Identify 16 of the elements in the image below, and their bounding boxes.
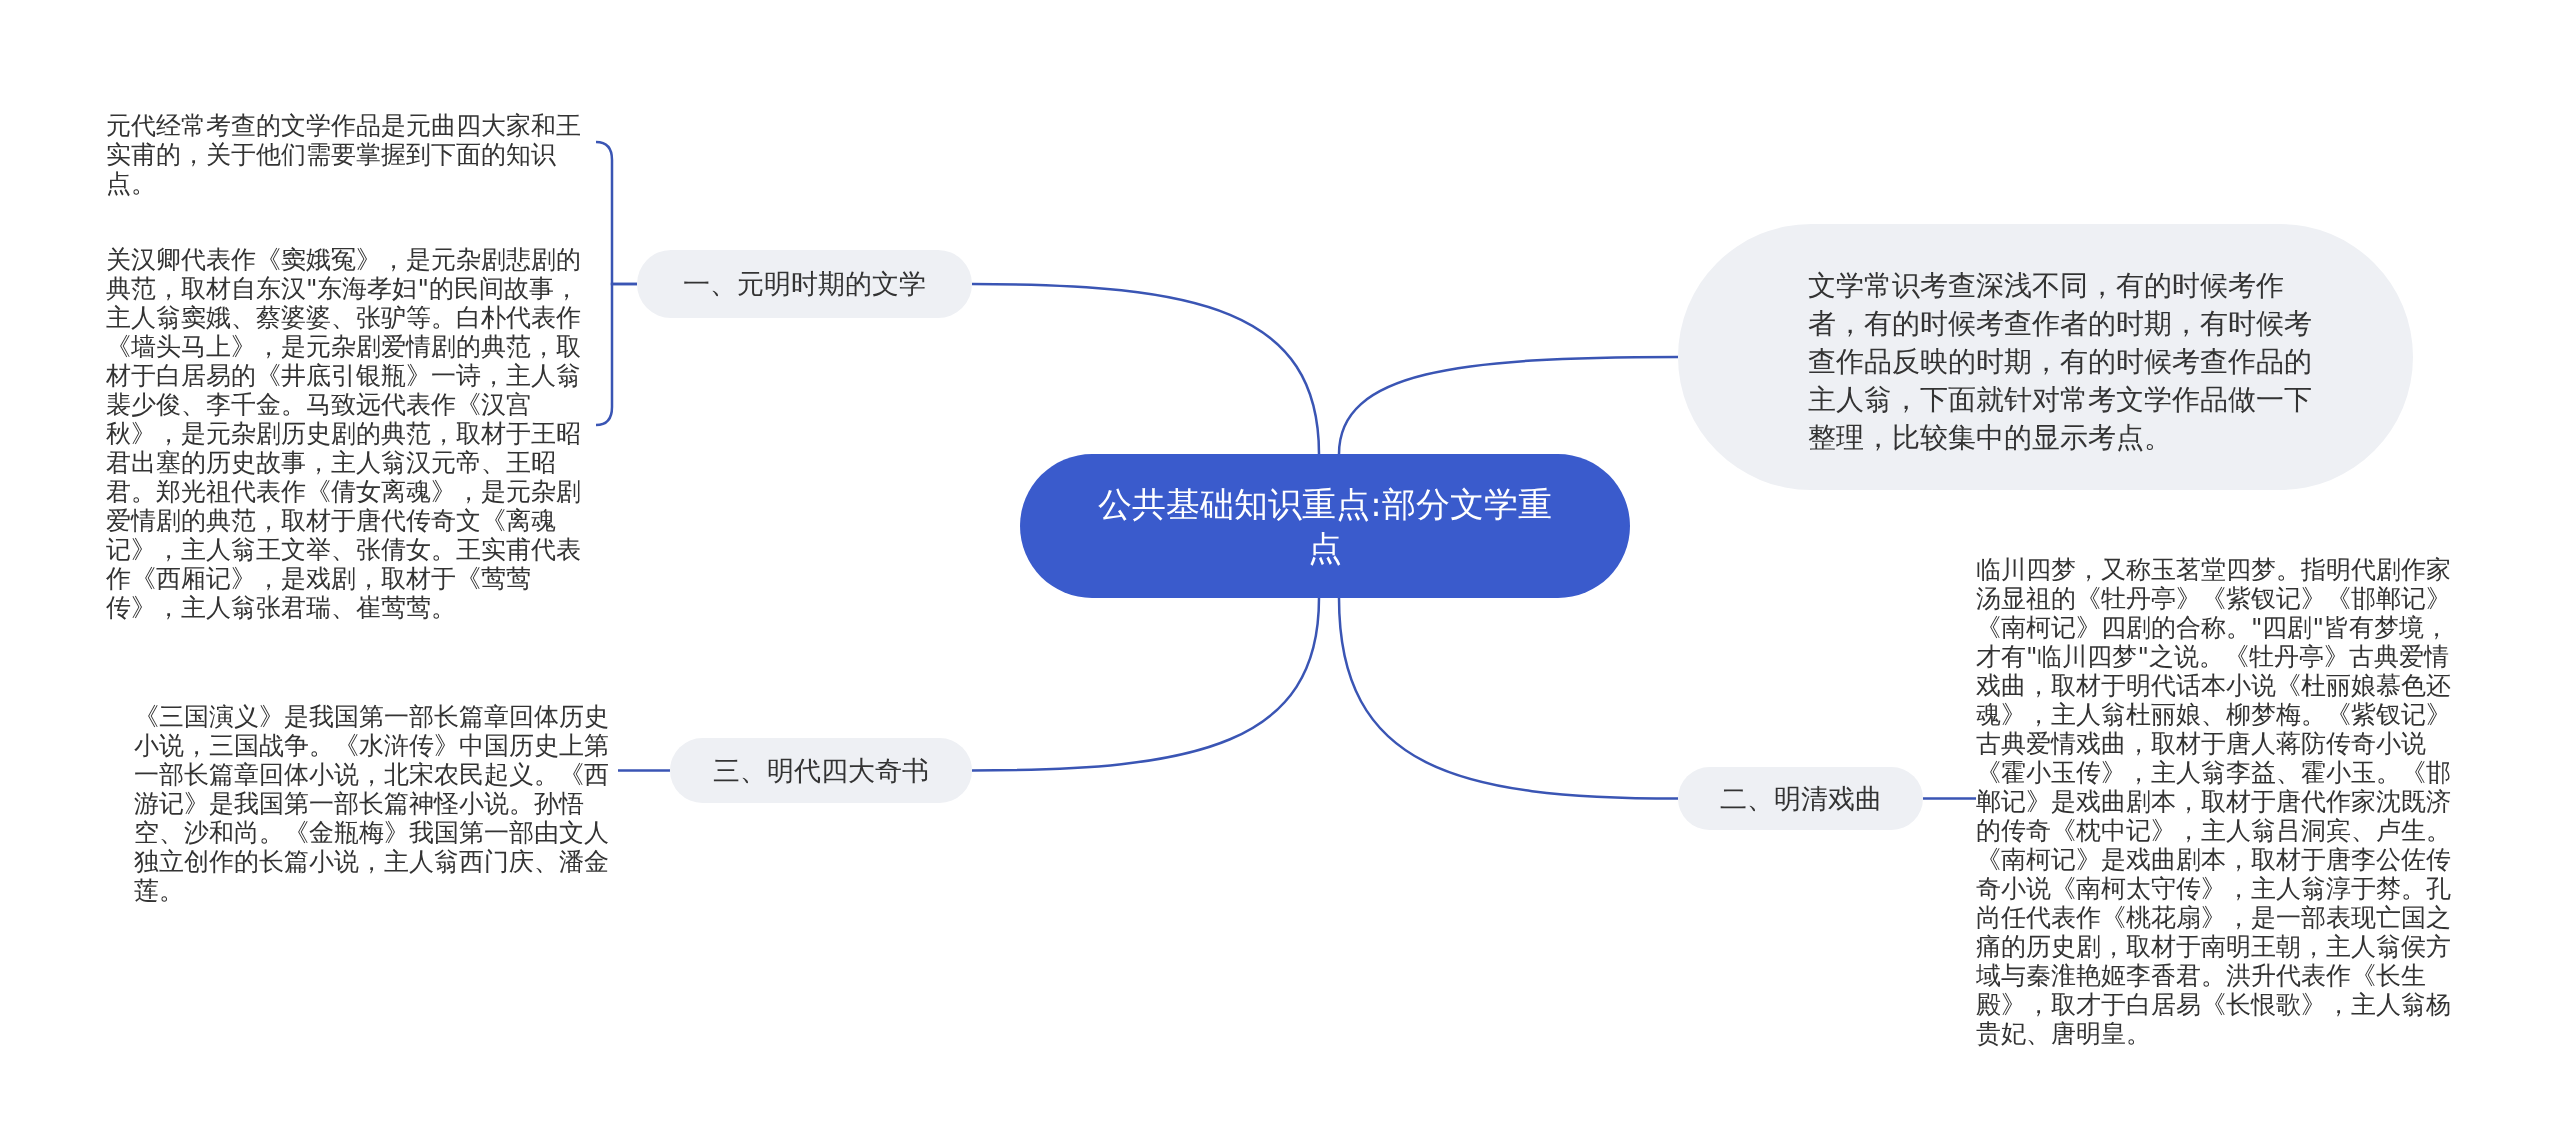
connector-line [972,597,1321,772]
central-topic-box: 公共基础知识重点:部分文学重点 [1020,454,1630,598]
connector-line [1337,355,1678,455]
connector-line [618,769,670,772]
topic-box: 二、明清戏曲 [1678,767,1923,830]
connector-line [1923,797,1976,800]
connector-line [1337,597,1678,800]
connector-line [972,282,1321,455]
note-text: 临川四梦，又称玉茗堂四梦。指明代剧作家汤显祖的《牡丹亭》《紫钗记》《邯郸记》《南柯记》四剧的合称。"四剧"皆有梦境，才有"临川四梦"之说。《牡丹亭》古典爱情戏曲，取材于明代话本小说《杜丽娘慕色还魂》，主人翁杜丽娘、柳梦梅。《紫钗记》古典爱情戏曲，取材于唐人蒋防传奇小说《霍小玉传》，主人翁李益、霍小玉。《邯郸记》是戏曲剧本，取材于唐代作家沈既济的传奇《枕中记》，主人翁吕洞宾、卢生。《南柯记》是戏曲剧本，取材于唐李公佐传奇小说《南柯太守传》，主人翁淳于棼。孔尚任代表作《桃花扇》，是一部表现亡国之痛的历史剧，取材于南明王朝，主人翁侯方域与秦淮艳姬李香君。洪升代表作《长生殿》，取才于白居易《长恨歌》，主人翁杨贵妃、唐明皇。 [1976,555,2452,1048]
note-text: 关汉卿代表作《窦娥冤》，是元杂剧悲剧的典范，取材自东汉"东海孝妇"的民间故事，主人翁窦娥、蔡婆婆、张驴等。白朴代表作《墙头马上》，是元杂剧爱情剧的典范，取材于白居易的《井底引银瓶》一诗，主人翁裴少俊、李千金。马致远代表作《汉宫秋》，是元杂剧历史剧的典范，取材于王昭君出塞的历史故事，主人翁汉元帝、王昭君。郑光祖代表作《倩女离魂》，是元杂剧爱情剧的典范，取材于唐代传奇文《离魂记》，主人翁王文举、张倩女。王实甫代表作《西厢记》，是戏剧，取材于《莺莺传》，主人翁张君瑞、崔莺莺。 [106,245,582,622]
summary-bubble: 文学常识考查深浅不同，有的时候考作者，有的时候考查作者的时期，有时候考查作品反映的时期，有的时候考查作品的主人翁，下面就针对常考文学作品做一下整理，比较集中的显示考点。 [1678,224,2413,490]
topic-box: 三、明代四大奇书 [670,738,972,803]
note-text: 《三国演义》是我国第一部长篇章回体历史小说，三国战争。《水浒传》中国历史上第一部长篇章回体小说，北宋农民起义。《西游记》是我国第一部长篇神怪小说。孙悟空、沙和尚。《金瓶梅》我国第一部由文人独立创作的长篇小说，主人翁西门庆、潘金莲。 [134,702,610,905]
topic-box: 一、元明时期的文学 [637,250,972,318]
note-text: 元代经常考查的文学作品是元曲四大家和王实甫的，关于他们需要掌握到下面的知识点。 [106,111,582,198]
bracket-connector [595,282,637,427]
